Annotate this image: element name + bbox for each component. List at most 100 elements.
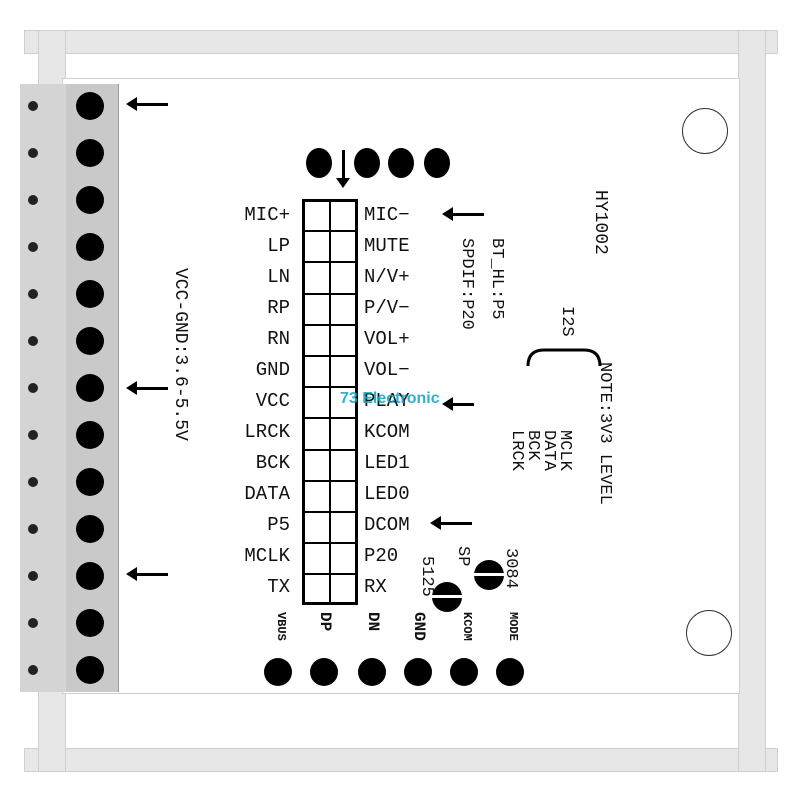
pin-label-right: MUTE — [364, 235, 410, 257]
bottom-pad-label: DN — [364, 612, 382, 632]
bottom-pad-label: GND — [410, 612, 428, 641]
mounting-hole-top — [682, 108, 728, 154]
bottom-pad — [450, 658, 478, 686]
pin-label-left: BCK — [255, 452, 290, 474]
edge-pad — [76, 233, 104, 261]
grid-divider-row — [302, 417, 358, 420]
frame-right — [738, 30, 766, 772]
top-pad-2 — [354, 148, 380, 178]
top-pad-1 — [306, 148, 332, 178]
grid-divider-row — [302, 355, 358, 357]
pin-label-right: VOL− — [364, 359, 410, 381]
edge-pad — [76, 609, 104, 637]
edge-lead — [28, 430, 38, 440]
grid-divider-row — [302, 542, 358, 545]
grid-divider-row — [302, 261, 358, 264]
bottom-pad-label: VBUS — [274, 612, 288, 641]
bottom-pad — [496, 658, 524, 686]
edge-lead — [28, 477, 38, 487]
edge-pad — [76, 327, 104, 355]
edge-pad — [76, 656, 104, 684]
i2s-bracket — [526, 348, 602, 367]
edge-pad — [76, 421, 104, 449]
pin-label-right: N/V+ — [364, 266, 410, 288]
note-label: NOTE:3V3 LEVEL — [595, 362, 614, 505]
top-pad-4 — [424, 148, 450, 178]
pin-label-left: LRCK — [244, 421, 290, 443]
edge-pad — [76, 468, 104, 496]
pin-label-right: RX — [364, 576, 387, 598]
pin-label-left: RN — [267, 328, 290, 350]
bt-hl-label: BT_HL:P5 — [487, 238, 506, 320]
pin-label-right: KCOM — [364, 421, 410, 443]
bottom-pad — [404, 658, 432, 686]
edge-lead — [28, 195, 38, 205]
arrow-left-top — [126, 97, 168, 111]
sp-value-label: 5125 — [417, 556, 436, 597]
edge-lead — [28, 101, 38, 111]
sp-label: SP — [453, 546, 472, 567]
arrow-mic-minus — [442, 207, 484, 221]
edge-lead — [28, 524, 38, 534]
edge-pad — [76, 139, 104, 167]
grid-divider-row — [302, 386, 358, 389]
edge-pad — [76, 280, 104, 308]
frame-bottom — [24, 748, 778, 772]
edge-lead — [28, 242, 38, 252]
pin-label-left: GND — [255, 359, 290, 381]
pin-label-right: P20 — [364, 545, 399, 567]
jumper-sp-bar — [432, 595, 462, 598]
edge-lead — [28, 336, 38, 346]
edge-lead — [28, 665, 38, 675]
pin-label-left: P5 — [267, 514, 290, 536]
edge-pad — [76, 186, 104, 214]
arrow-play — [442, 397, 474, 411]
pin-label-left: RP — [267, 297, 290, 319]
edge-pad — [76, 515, 104, 543]
pin-label-right: PLAY — [364, 390, 410, 412]
edge-lead — [28, 289, 38, 299]
grid-divider-row — [302, 448, 358, 451]
edge-pad — [76, 374, 104, 402]
grid-divider-row — [302, 479, 358, 482]
pin-label-left: MCLK — [244, 545, 290, 567]
mode-value-label: 3084 — [501, 548, 520, 589]
bottom-pad — [310, 658, 338, 686]
edge-lead — [28, 571, 38, 581]
pin-label-left: MIC+ — [244, 204, 290, 226]
grid-divider-row — [302, 292, 358, 295]
arrow-dcom — [430, 516, 472, 530]
pin-label-right: LED1 — [364, 452, 410, 474]
edge-lead — [28, 148, 38, 158]
bottom-pad-label: MODE — [506, 612, 520, 641]
edge-pad — [76, 562, 104, 590]
arrow-left-mid — [126, 381, 168, 395]
pin-label-left: LN — [267, 266, 290, 288]
edge-lead — [28, 383, 38, 393]
frame-top — [24, 30, 778, 54]
edge-pad — [76, 92, 104, 120]
grid-divider-row — [302, 230, 358, 233]
bottom-pad-label: DP — [316, 612, 334, 632]
pin-label-left: LP — [267, 235, 290, 257]
mounting-hole-bottom — [686, 610, 732, 656]
bottom-pad — [358, 658, 386, 686]
bottom-pad — [264, 658, 292, 686]
bottom-pad-label: KCOM — [460, 612, 474, 641]
grid-divider-row — [302, 573, 358, 576]
down-arrow — [342, 150, 345, 180]
pin-label-left: TX — [267, 576, 290, 598]
grid-divider-vertical — [329, 199, 331, 605]
pin-label-right: LED0 — [364, 483, 410, 505]
pin-label-left: VCC — [255, 390, 290, 412]
edge-lead — [28, 618, 38, 628]
model-label: HY1002 — [590, 190, 610, 255]
pin-label-left: DATA — [244, 483, 290, 505]
vcc-range-label: VCC-GND:3.6-5.5V — [170, 268, 190, 441]
jumper-mode-bar — [474, 573, 504, 576]
top-pad-3 — [388, 148, 414, 178]
spdif-label: SPDIF:P20 — [457, 238, 476, 330]
i2s-label: I2S — [557, 306, 576, 337]
pin-label-right: P/V− — [364, 297, 410, 319]
arrow-left-bottom — [126, 567, 168, 581]
